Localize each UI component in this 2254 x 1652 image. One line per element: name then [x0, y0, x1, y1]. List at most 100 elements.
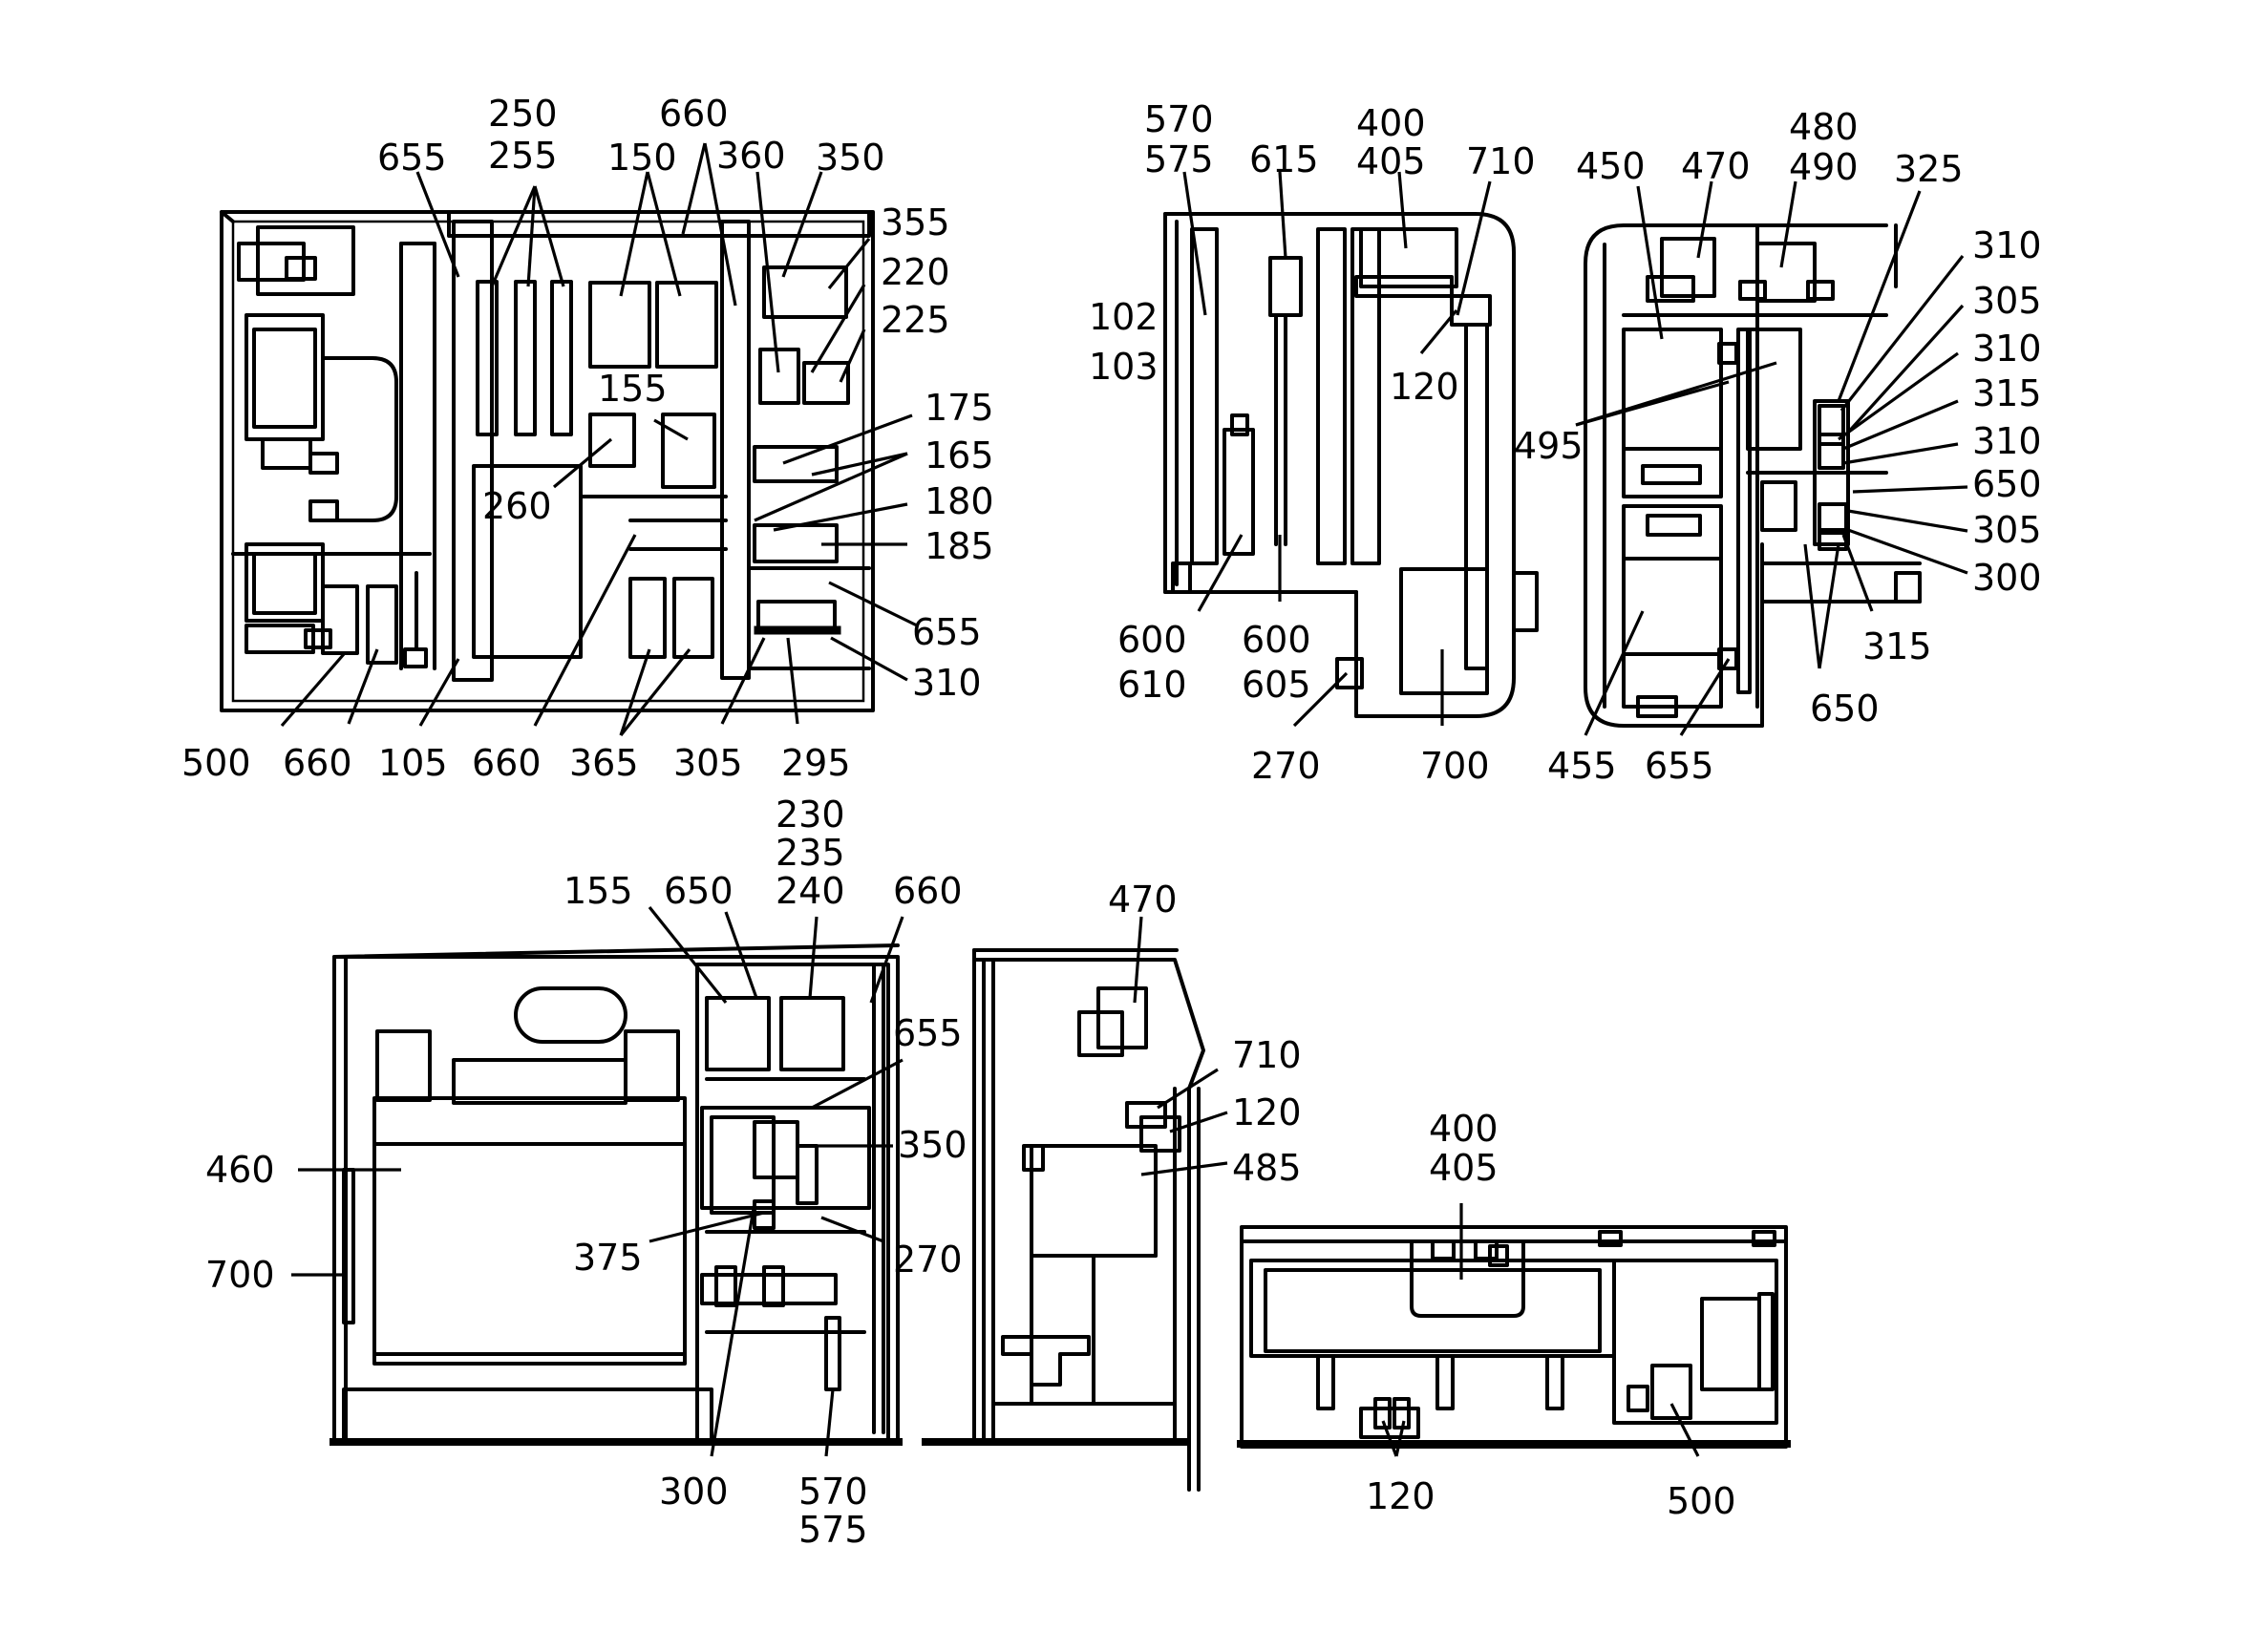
label-103: 103 — [1089, 346, 1159, 388]
side-cutaway-outline — [922, 948, 1205, 1492]
labels-bottom-left: 230 235 240 155 650 660 655 460 350 700 … — [205, 794, 968, 1551]
label-660: 660 — [472, 742, 542, 784]
label-470: 470 — [1681, 145, 1751, 187]
label-655: 655 — [893, 1012, 963, 1054]
label-570: 570 — [798, 1471, 868, 1513]
labels-bottom-middle: 470 710 120 485 — [1108, 879, 1302, 1189]
label-310: 310 — [1972, 328, 2042, 370]
label-655: 655 — [1645, 745, 1714, 787]
label-450: 450 — [1576, 145, 1646, 187]
label-400: 400 — [1356, 102, 1426, 144]
label-350: 350 — [816, 137, 885, 179]
label-235: 235 — [776, 832, 845, 874]
label-185: 185 — [925, 525, 994, 567]
label-605: 605 — [1242, 664, 1311, 706]
label-255: 255 — [488, 135, 558, 177]
label-180: 180 — [925, 480, 994, 522]
label-400: 400 — [1429, 1108, 1499, 1150]
label-660: 660 — [893, 870, 963, 912]
label-105: 105 — [378, 742, 448, 784]
labels-top-middle: 570 575 615 400 405 710 102 103 120 600 … — [1089, 98, 1536, 787]
label-260: 260 — [482, 485, 552, 527]
label-300: 300 — [1972, 557, 2042, 599]
label-575: 575 — [798, 1509, 868, 1551]
front-elevation-outline — [330, 943, 903, 1446]
label-655: 655 — [377, 137, 447, 179]
label-700: 700 — [205, 1254, 275, 1296]
label-350: 350 — [898, 1124, 968, 1166]
label-310: 310 — [912, 662, 982, 704]
bottom-middle-view: 470 710 120 485 — [922, 879, 1302, 1492]
label-650: 650 — [1810, 688, 1880, 730]
label-315: 315 — [1862, 625, 1932, 667]
label-490: 490 — [1789, 146, 1859, 188]
label-120: 120 — [1232, 1091, 1302, 1133]
interior-structure — [321, 210, 871, 682]
labels-top-right: 450 470 480 490 325 310 305 310 315 310 … — [1514, 106, 2042, 787]
label-230: 230 — [776, 794, 845, 836]
labels-top-left: 655 250 255 150 660 360 350 355 220 225 … — [181, 93, 994, 784]
label-495: 495 — [1514, 425, 1584, 467]
label-660: 660 — [283, 742, 352, 784]
label-165: 165 — [925, 434, 994, 477]
label-225: 225 — [881, 299, 950, 341]
leader-lines-bottom-left — [291, 906, 904, 1457]
label-120: 120 — [1366, 1475, 1435, 1517]
label-470: 470 — [1108, 879, 1178, 921]
label-155: 155 — [564, 870, 633, 912]
label-650: 650 — [1972, 463, 2042, 505]
label-655: 655 — [912, 611, 982, 653]
label-305: 305 — [673, 742, 743, 784]
label-270: 270 — [893, 1239, 963, 1281]
label-460: 460 — [205, 1149, 275, 1191]
label-610: 610 — [1117, 664, 1187, 706]
label-700: 700 — [1420, 745, 1490, 787]
leader-lines-bottom-right — [1381, 1203, 1700, 1457]
label-500: 500 — [1667, 1480, 1736, 1522]
label-660: 660 — [659, 93, 729, 135]
label-220: 220 — [881, 251, 950, 293]
label-175: 175 — [925, 387, 994, 429]
label-240: 240 — [776, 870, 845, 912]
side-section-outline — [1163, 212, 1539, 718]
label-325: 325 — [1894, 148, 1964, 190]
label-150: 150 — [607, 137, 677, 179]
leader-lines-top-middle — [1182, 171, 1492, 728]
label-485: 485 — [1232, 1147, 1302, 1189]
label-710: 710 — [1232, 1034, 1302, 1076]
bottom-left-view: 230 235 240 155 650 660 655 460 350 700 … — [205, 794, 968, 1551]
labels-bottom-right: 400 405 120 500 — [1366, 1108, 1736, 1522]
label-500: 500 — [181, 742, 251, 784]
label-405: 405 — [1429, 1147, 1499, 1189]
label-455: 455 — [1547, 745, 1617, 787]
label-650: 650 — [664, 870, 734, 912]
bottom-right-view: 400 405 120 500 — [1237, 1108, 1791, 1522]
label-615: 615 — [1249, 138, 1319, 180]
label-365: 365 — [569, 742, 639, 784]
label-102: 102 — [1089, 296, 1159, 338]
label-360: 360 — [716, 135, 786, 177]
label-295: 295 — [781, 742, 851, 784]
label-250: 250 — [488, 93, 558, 135]
leader-lines-top-right — [1575, 180, 1968, 736]
label-315: 315 — [1972, 372, 2042, 414]
label-570: 570 — [1144, 98, 1214, 140]
top-right-view: 450 470 480 490 325 310 305 310 315 310 … — [1514, 106, 2042, 787]
label-305: 305 — [1972, 509, 2042, 551]
label-300: 300 — [659, 1471, 729, 1513]
leader-lines-bottom-middle — [1133, 916, 1228, 1176]
top-left-view: 655 250 255 150 660 360 350 355 220 225 … — [181, 93, 994, 784]
power-supply-left — [231, 225, 432, 654]
chassis-outline — [220, 210, 875, 712]
label-600: 600 — [1242, 619, 1311, 661]
label-575: 575 — [1144, 138, 1214, 180]
label-480: 480 — [1789, 106, 1859, 148]
label-305: 305 — [1972, 280, 2042, 322]
label-355: 355 — [881, 201, 950, 244]
label-310: 310 — [1972, 224, 2042, 266]
label-375: 375 — [573, 1237, 643, 1279]
rear-elevation-outline — [1584, 223, 1922, 728]
label-155: 155 — [598, 368, 668, 410]
label-600: 600 — [1117, 619, 1187, 661]
